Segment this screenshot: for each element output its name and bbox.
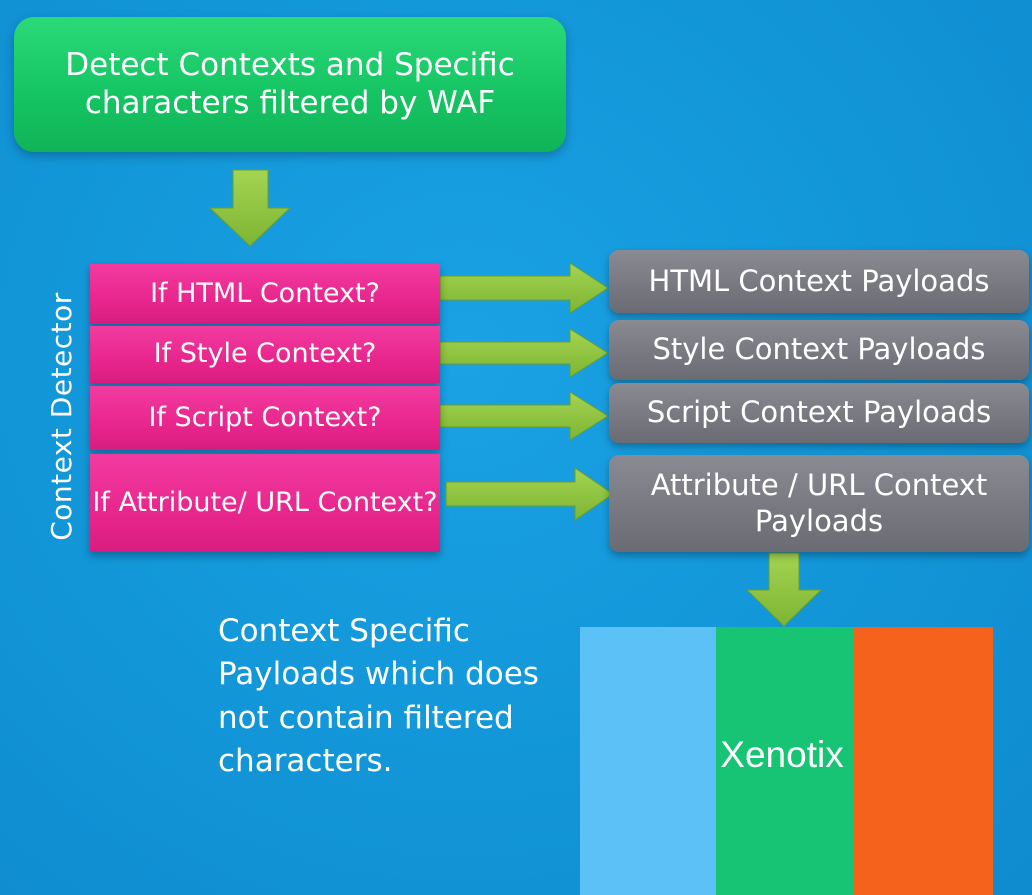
detect-contexts-text: Detect Contexts and Specific characters … — [65, 46, 515, 121]
xenotix-stripe-blue — [580, 627, 716, 895]
right-arrow-icon — [445, 467, 614, 521]
check-attribute-url-box: If Attribute/ URL Context? — [90, 454, 440, 552]
script-payloads-text: Script Context Payloads — [646, 395, 992, 430]
xenotix-stripe-green — [716, 627, 854, 895]
check-html-box: If HTML Context? — [90, 264, 440, 324]
xenotix-logo — [580, 627, 993, 895]
check-style-box: If Style Context? — [90, 326, 440, 383]
detect-contexts-box: Detect Contexts and Specific characters … — [14, 17, 566, 152]
attribute-url-payloads-text: Attribute / URL Context Payloads — [650, 468, 988, 538]
right-arrow-icon — [439, 262, 609, 314]
check-style-text: If Style Context? — [153, 338, 377, 370]
check-script-text: If Script Context? — [148, 401, 382, 433]
html-payloads-box: HTML Context Payloads — [609, 250, 1029, 313]
script-payloads-box: Script Context Payloads — [609, 383, 1029, 443]
context-specific-note: Context Specific Payloads which does not… — [218, 613, 539, 780]
check-html-text: If HTML Context? — [150, 277, 380, 309]
style-payloads-box: Style Context Payloads — [609, 320, 1029, 380]
down-arrow-icon — [208, 169, 292, 247]
html-payloads-text: HTML Context Payloads — [648, 263, 990, 298]
right-arrow-icon — [439, 328, 609, 378]
right-arrow-icon — [439, 391, 609, 441]
xenotix-stripe-orange — [854, 627, 993, 895]
down-arrow-icon — [745, 552, 823, 627]
check-attribute-url-text: If Attribute/ URL Context? — [92, 486, 438, 518]
attribute-url-payloads-box: Attribute / URL Context Payloads — [609, 455, 1029, 552]
context-detector-label: Context Detector — [44, 291, 78, 541]
check-script-box: If Script Context? — [90, 386, 440, 450]
xenotix-label: Xenotix — [720, 734, 844, 775]
style-payloads-text: Style Context Payloads — [652, 332, 986, 367]
